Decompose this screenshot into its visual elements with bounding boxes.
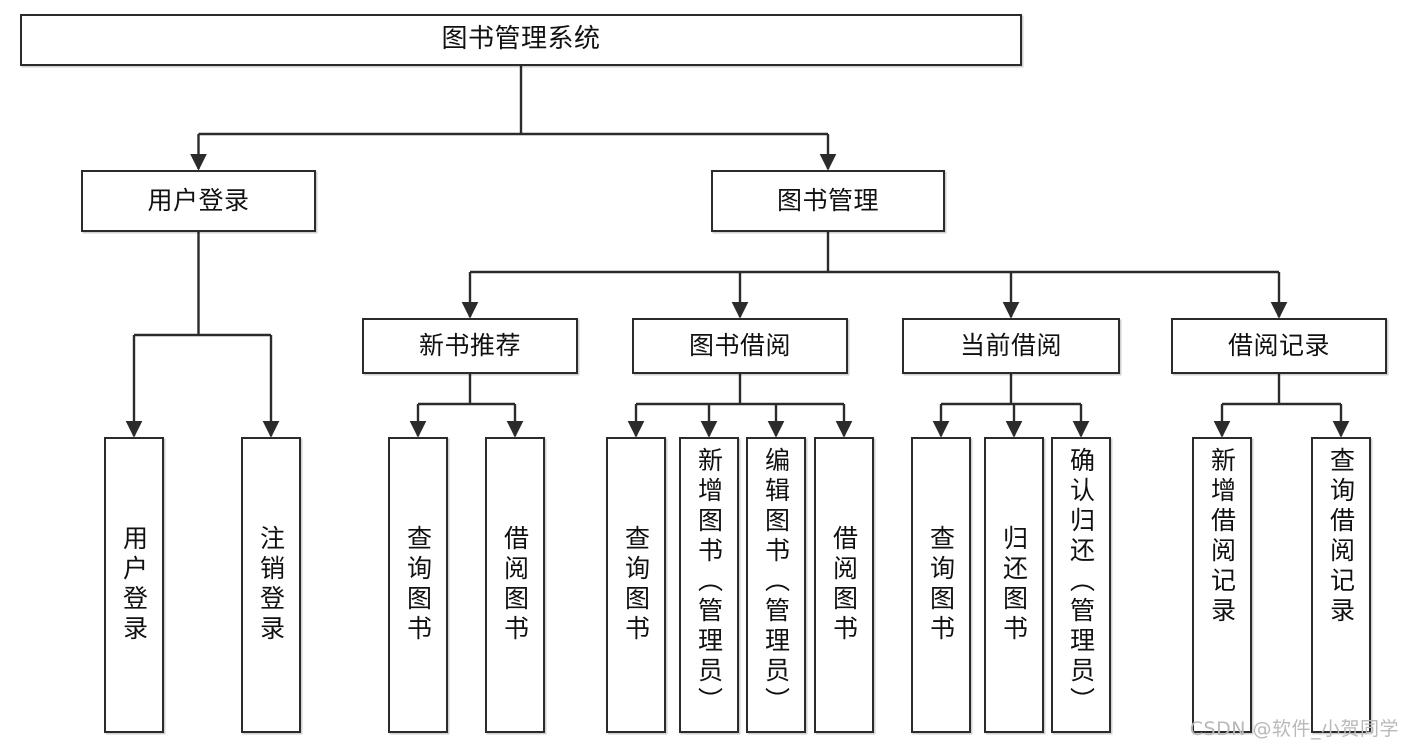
node-lf-brw-2[interactable]: 新增图书（管理员） bbox=[679, 437, 739, 733]
node-l2-current[interactable]: 当前借阅 bbox=[902, 318, 1120, 374]
node-lf-brw-3[interactable]: 编辑图书（管理员） bbox=[746, 437, 806, 733]
node-label: 当前借阅 bbox=[959, 331, 1062, 360]
node-label: 查询图书 bbox=[403, 525, 433, 645]
csdn-watermark: CSDN @软件_小贺同学 bbox=[1189, 718, 1399, 740]
node-label: 归还图书 bbox=[999, 525, 1029, 645]
node-label: 查询图书 bbox=[621, 525, 651, 645]
node-label: 确认归还（管理员） bbox=[1066, 447, 1096, 717]
node-lf-cur-2[interactable]: 归还图书 bbox=[984, 437, 1044, 733]
node-label: 图书管理 bbox=[776, 186, 879, 215]
node-label: 查询借阅记录 bbox=[1326, 447, 1356, 627]
node-label: 借阅图书 bbox=[829, 525, 859, 645]
node-label: 新增图书（管理员） bbox=[694, 447, 724, 717]
node-l2-borrow[interactable]: 图书借阅 bbox=[632, 318, 848, 374]
node-l2-record[interactable]: 借阅记录 bbox=[1171, 318, 1387, 374]
node-label: 图书借阅 bbox=[688, 331, 791, 360]
node-lf-cur-3[interactable]: 确认归还（管理员） bbox=[1051, 437, 1111, 733]
node-label: 用户登录 bbox=[119, 525, 149, 645]
node-l1-manage[interactable]: 图书管理 bbox=[711, 170, 945, 232]
node-root[interactable]: 图书管理系统 bbox=[20, 14, 1022, 66]
node-lf-brw-4[interactable]: 借阅图书 bbox=[814, 437, 874, 733]
node-lf-login-2[interactable]: 注销登录 bbox=[241, 437, 301, 733]
node-label: 图书管理系统 bbox=[441, 24, 601, 55]
node-lf-rec-2[interactable]: 查询借阅记录 bbox=[1311, 437, 1371, 733]
node-label: 查询图书 bbox=[926, 525, 956, 645]
node-l2-new[interactable]: 新书推荐 bbox=[362, 318, 578, 374]
node-l1-login[interactable]: 用户登录 bbox=[81, 170, 316, 232]
node-lf-login-1[interactable]: 用户登录 bbox=[104, 437, 164, 733]
node-lf-new-2[interactable]: 借阅图书 bbox=[485, 437, 545, 733]
node-lf-cur-1[interactable]: 查询图书 bbox=[911, 437, 971, 733]
node-lf-rec-1[interactable]: 新增借阅记录 bbox=[1192, 437, 1252, 733]
node-label: 注销登录 bbox=[256, 525, 286, 645]
node-lf-brw-1[interactable]: 查询图书 bbox=[606, 437, 666, 733]
node-label: 用户登录 bbox=[147, 186, 250, 215]
node-label: 借阅记录 bbox=[1227, 331, 1330, 360]
node-label: 新增借阅记录 bbox=[1207, 447, 1237, 627]
node-label: 借阅图书 bbox=[500, 525, 530, 645]
node-label: 编辑图书（管理员） bbox=[761, 447, 791, 717]
node-lf-new-1[interactable]: 查询图书 bbox=[388, 437, 448, 733]
node-label: 新书推荐 bbox=[418, 331, 521, 360]
